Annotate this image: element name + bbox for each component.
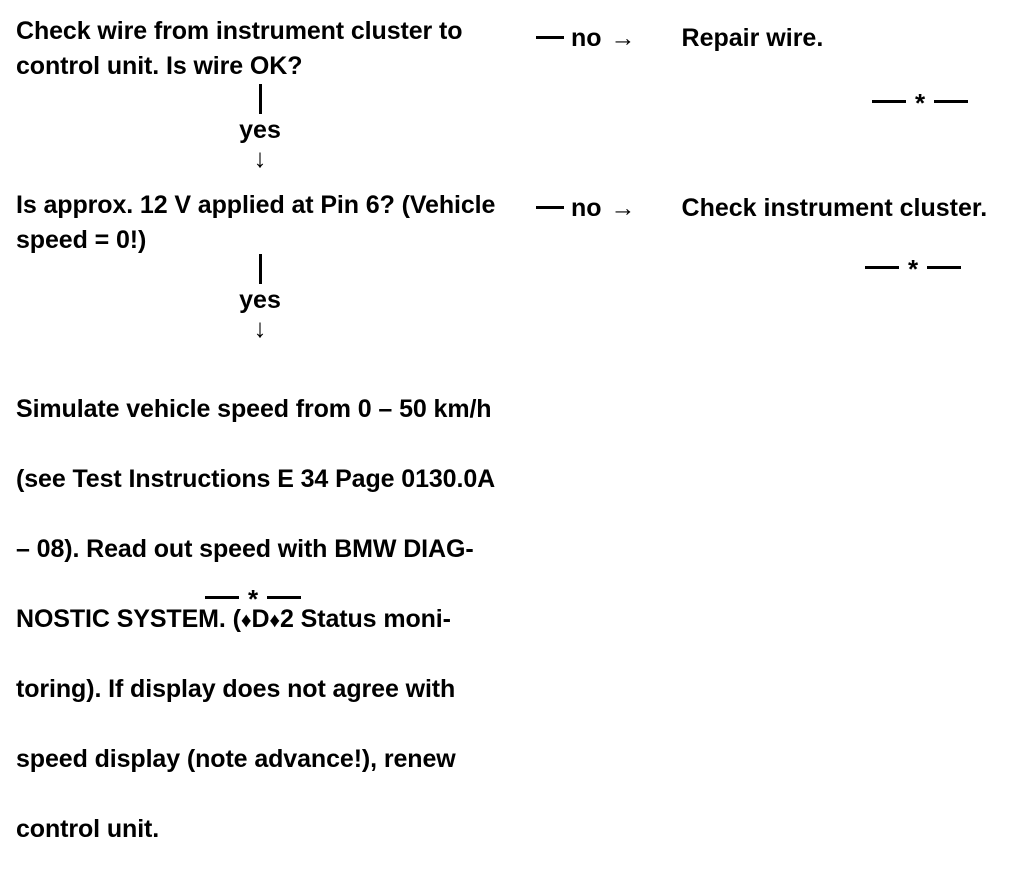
step-3-line-2: (see Test Instructions E 34 Page 0130.0A [16, 465, 496, 493]
separator-rule-left [865, 266, 899, 269]
step-1-no-branch: no → Repair wire. [536, 22, 823, 54]
step-3-line-4-prefix: NOSTIC SYSTEM. ( [16, 605, 241, 633]
arrow-right-icon: → [610, 194, 636, 222]
diamond-icon: ♦ [240, 609, 252, 632]
step-3-instruction: Simulate vehicle speed from 0 – 50 km/h … [16, 357, 526, 882]
separator-3: * [205, 586, 302, 612]
arrow-right-icon: → [610, 24, 636, 52]
step-2-yes-branch: yes ↓ [200, 254, 320, 341]
connector-line [258, 254, 262, 284]
step-1-no-result: Repair wire. [681, 24, 824, 52]
step-2-yes-label: yes [239, 286, 281, 314]
arrow-down-icon: ↓ [253, 143, 267, 173]
diamond-icon: ♦ [269, 609, 281, 632]
step-1-question: Check wire from instrument cluster to co… [16, 17, 463, 80]
step-3-line-7: control unit. [16, 815, 160, 843]
separator-rule-left [872, 100, 906, 103]
em-dash-icon [536, 36, 564, 39]
arrow-down-icon: ↓ [253, 313, 267, 343]
document-page: Check wire from instrument cluster to co… [16, 17, 988, 843]
separator-rule-left [205, 596, 239, 599]
step-2-question: Is approx. 12 V applied at Pin 6? (Vehic… [16, 191, 496, 254]
step-1-no-label: no [571, 24, 602, 52]
separator-1: * [872, 90, 969, 116]
separator-rule-right [927, 266, 962, 269]
step-3-line-6: speed display (note advance!), renew [16, 745, 456, 773]
step-3-line-3: – 08). Read out speed with BMW DIAG- [16, 535, 474, 563]
step-2-no-result: Check instrument cluster. [681, 194, 988, 222]
step-3-line-1: Simulate vehicle speed from 0 – 50 km/h [16, 395, 492, 423]
separator-rule-right [934, 100, 969, 103]
step-2-no-branch: no → Check instrument cluster. [536, 192, 987, 224]
em-dash-icon [536, 206, 564, 209]
separator-2: * [865, 256, 962, 282]
step-3-line-4-suffix: 2 Status moni- [280, 605, 451, 633]
step-1-yes-branch: yes ↓ [200, 84, 320, 171]
step-3-d-letter: D [251, 605, 270, 633]
step-3-line-5: toring). If display does not agree with [16, 675, 456, 703]
step-2-no-label: no [571, 194, 602, 222]
separator-rule-right [267, 596, 302, 599]
step-3-line-4: NOSTIC SYSTEM. (♦D♦2 Status moni- [16, 602, 526, 637]
connector-line [258, 84, 262, 114]
step-1-yes-label: yes [239, 116, 281, 144]
